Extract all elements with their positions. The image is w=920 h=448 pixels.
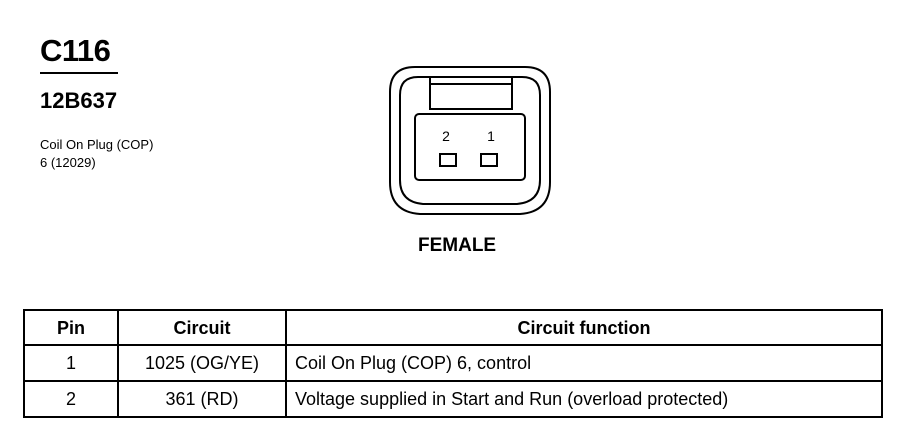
header-pin: Pin [23,309,119,346]
header-circuit-function: Circuit function [285,309,883,346]
cell-pin: 1 [23,344,119,382]
table-row: 1 1025 (OG/YE) Coil On Plug (COP) 6, con… [23,344,883,382]
pin-cavity-block [414,113,526,181]
cell-circuit: 1025 (OG/YE) [117,344,287,382]
terminal-1 [480,153,498,167]
connector-gender-label: FEMALE [418,235,497,256]
cell-circuit: 361 (RD) [117,380,287,418]
part-number: 12B637 [40,88,118,113]
connector-face-diagram: 2 1 [389,66,551,215]
header-circuit: Circuit [117,309,287,346]
cell-circuit-function: Voltage supplied in Start and Run (overl… [285,380,883,418]
connector-inner-shell [399,76,541,205]
connector-description-line2: 6 (12029) [40,155,96,170]
pin-label-1: 1 [487,128,495,144]
connector-outer-shell [389,66,551,215]
cell-pin: 2 [23,380,119,418]
table-row: 2 361 (RD) Voltage supplied in Start and… [23,380,883,418]
locking-tab [429,76,513,110]
connector-description-line1: Coil On Plug (COP) [40,137,154,152]
table-header-row: Pin Circuit Circuit function [23,309,883,346]
pin-label-2: 2 [442,128,450,144]
cell-circuit-function: Coil On Plug (COP) 6, control [285,344,883,382]
terminal-2 [439,153,457,167]
pin-assignment-table: Pin Circuit Circuit function 1 1025 (OG/… [23,309,883,418]
connector-id: C116 [40,33,111,68]
connector-id-underline [40,72,118,74]
